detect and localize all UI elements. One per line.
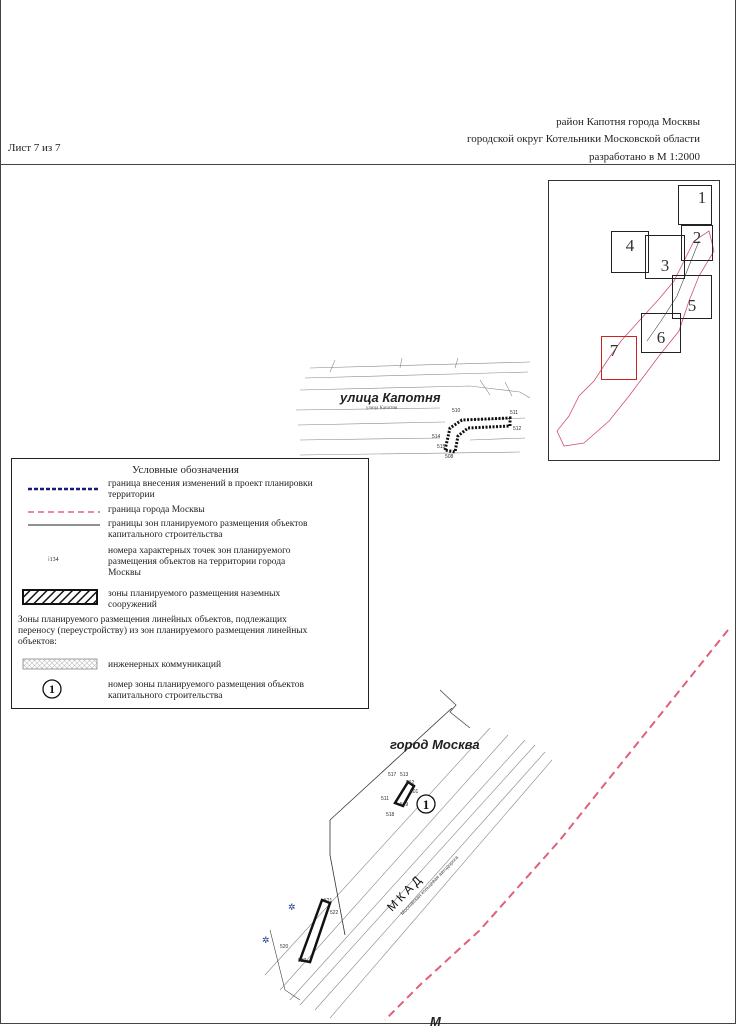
key-map: 1 2 4 3 5 6 7 bbox=[548, 180, 720, 461]
svg-text:520: 520 bbox=[280, 944, 289, 950]
legend-item-4-line-3: Москвы bbox=[108, 568, 141, 578]
tree-symbol-2: ✲ bbox=[262, 935, 270, 945]
key-map-outline bbox=[556, 230, 715, 447]
legend-item-5-line-1: зоны планируемого размещения наземных bbox=[108, 589, 281, 599]
legend-black-line-symbol bbox=[28, 524, 100, 526]
tree-symbol-1: ✲ bbox=[288, 902, 296, 912]
legend-point-sample: ⁞134 bbox=[48, 557, 59, 563]
svg-text:1: 1 bbox=[49, 682, 55, 696]
svg-text:515: 515 bbox=[437, 444, 446, 450]
legend-utility-text: инженерных коммуникаций bbox=[108, 660, 222, 670]
legend-item-4-line-2: размещения объектов на территории города bbox=[108, 557, 286, 567]
street-label: улица Капотня bbox=[340, 390, 441, 405]
header-district: район Капотня города Москвы bbox=[556, 116, 700, 128]
legend-item-3-line-2: капитального строительства bbox=[108, 530, 223, 540]
kapotnya-zone bbox=[443, 416, 512, 454]
header-divider bbox=[0, 164, 735, 165]
city-label: город Москва bbox=[390, 737, 480, 752]
key-sheet-4[interactable]: 4 bbox=[611, 231, 649, 273]
svg-text:527: 527 bbox=[298, 958, 307, 964]
legend-item-4-line-1: номера характерных точек зон планируемог… bbox=[108, 546, 291, 556]
svg-text:519: 519 bbox=[400, 802, 409, 808]
legend-zone-number-symbol: 1 bbox=[42, 679, 62, 699]
bottom-label: М bbox=[430, 1014, 441, 1029]
svg-text:512: 512 bbox=[513, 426, 522, 432]
legend-item-3-line-1: границы зон планируемого размещения объе… bbox=[108, 519, 308, 529]
legend-hatch-symbol bbox=[22, 589, 98, 605]
transfer-note-line-2: переносу (переустройству) из зон планиру… bbox=[18, 626, 308, 636]
svg-text:508: 508 bbox=[445, 454, 454, 460]
zone-marker-circle bbox=[416, 794, 436, 814]
svg-text:510: 510 bbox=[452, 408, 461, 414]
street-small-label: улица Капотня bbox=[366, 406, 398, 411]
key-sheet-6[interactable]: 6 bbox=[641, 313, 681, 353]
transfer-note-line-3: объектов: bbox=[18, 637, 57, 647]
city-boundary bbox=[384, 629, 729, 1021]
legend-title: Условные обозначения bbox=[132, 464, 239, 476]
zone-marker-number: 1 bbox=[423, 797, 430, 812]
zone-1-north bbox=[393, 780, 416, 808]
legend-item-1-line-1: граница внесения изменений в проект план… bbox=[108, 479, 313, 489]
legend-item-1-line-2: территории bbox=[108, 490, 155, 500]
scale-label: разработано в М 1:2000 bbox=[588, 151, 700, 163]
zone-boundary-line bbox=[329, 707, 453, 936]
zone-1-south bbox=[298, 898, 332, 964]
svg-text:517: 517 bbox=[388, 772, 397, 778]
kapotnya-fragment bbox=[295, 357, 531, 456]
key-sheet-1[interactable]: 1 bbox=[678, 185, 712, 225]
svg-text:511: 511 bbox=[510, 410, 518, 416]
svg-text:521: 521 bbox=[324, 898, 333, 904]
key-sheet-5[interactable]: 5 bbox=[672, 275, 712, 319]
key-sheet-3[interactable]: 3 bbox=[645, 235, 685, 279]
svg-text:513: 513 bbox=[400, 772, 409, 778]
svg-text:518: 518 bbox=[386, 812, 395, 818]
legend-red-dash-symbol bbox=[28, 511, 100, 513]
legend-zone-number-line-2: капитального строительства bbox=[108, 691, 223, 701]
key-sheet-2[interactable]: 2 bbox=[681, 225, 713, 261]
mkad-road bbox=[264, 727, 553, 1019]
svg-text:522: 522 bbox=[330, 910, 339, 916]
legend-zone-number-line-1: номер зоны планируемого размещения объек… bbox=[108, 680, 305, 690]
legend: Условные обозначения граница внесения из… bbox=[11, 458, 369, 709]
legend-item-5-line-2: сооружений bbox=[108, 600, 157, 610]
legend-blue-dash-symbol bbox=[28, 487, 100, 491]
legend-utility-symbol bbox=[22, 658, 98, 670]
key-sheet-7-active[interactable]: 7 bbox=[601, 336, 637, 380]
legend-item-2: граница города Москвы bbox=[108, 505, 205, 515]
header-okrug: городской округ Котельники Московской об… bbox=[466, 133, 700, 145]
sheet-number: Лист 7 из 7 bbox=[8, 142, 61, 154]
svg-text:514: 514 bbox=[432, 434, 441, 440]
svg-text:511: 511 bbox=[381, 796, 389, 802]
svg-text:512: 512 bbox=[406, 780, 415, 786]
svg-text:501: 501 bbox=[410, 789, 419, 795]
transfer-note-line-1: Зоны планируемого размещения линейных об… bbox=[18, 615, 287, 625]
